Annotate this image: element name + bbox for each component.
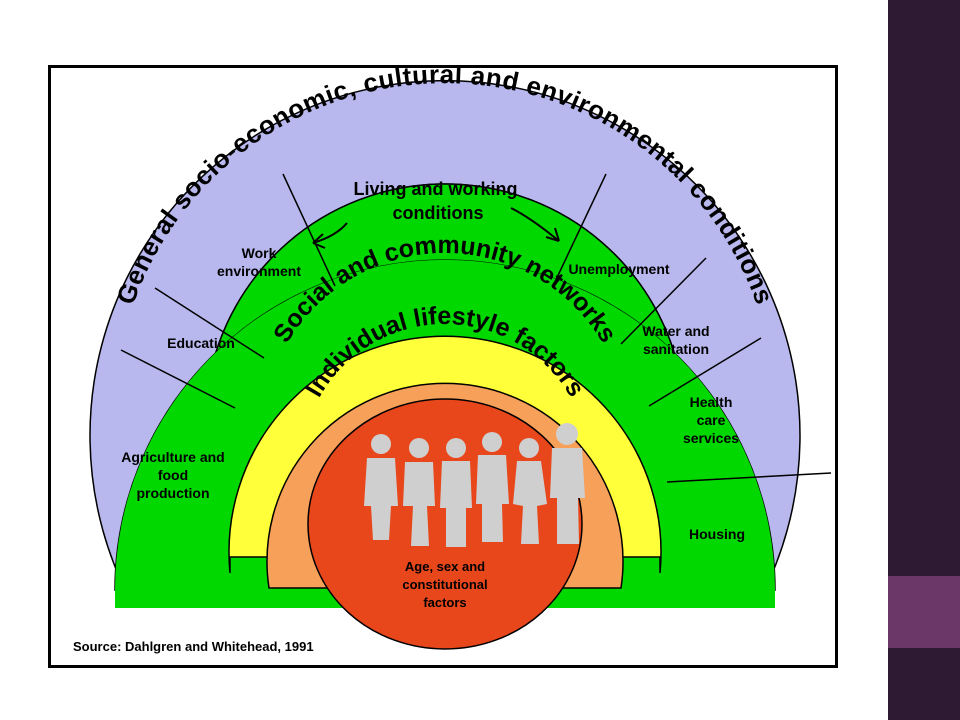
living-working-label: Living and working conditions (353, 179, 522, 223)
rainbow-diagram: General socio-economic, cultural and env… (73, 68, 832, 654)
core-circle (307, 398, 583, 650)
source-label: Source: Dahlgren and Whitehead, 1991 (73, 639, 314, 654)
sector-label-education: Education (167, 335, 235, 351)
sector-dividers (120, 173, 832, 483)
slide-accent-block (888, 576, 960, 648)
sector-label-housing: Housing (689, 526, 745, 542)
living-line-1: Living and working (353, 179, 517, 199)
living-arrows (312, 207, 560, 249)
sector-label-unemployment: Unemployment (568, 261, 669, 277)
people-silhouettes-icon (364, 423, 585, 547)
diagram-frame: General socio-economic, cultural and env… (48, 65, 838, 668)
living-line-2: conditions (393, 203, 484, 223)
